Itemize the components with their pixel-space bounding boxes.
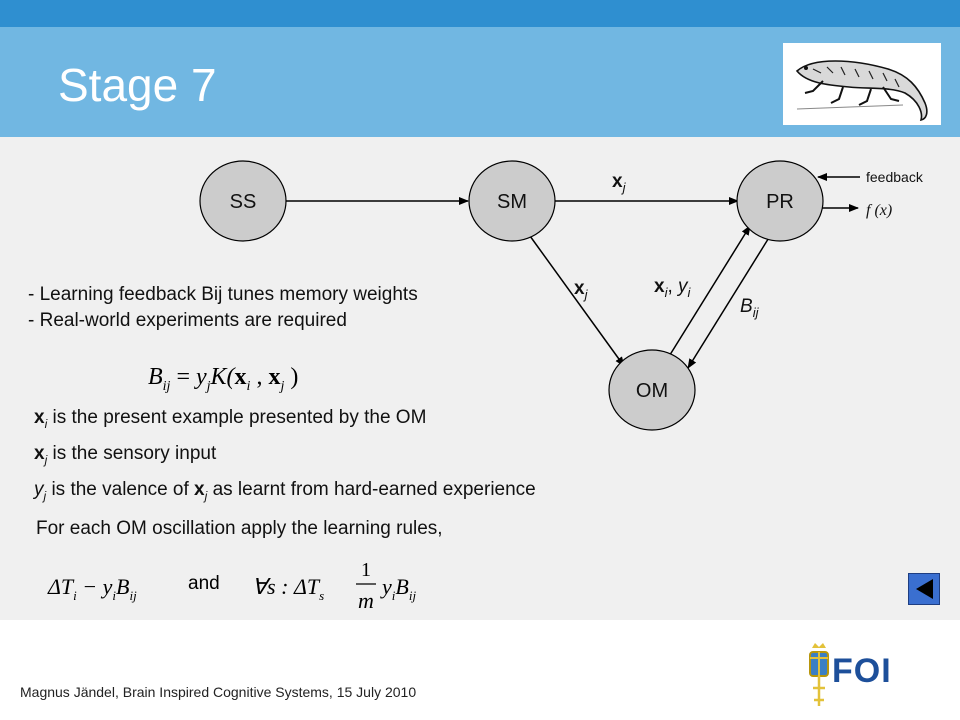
feedback-label: feedback <box>866 169 924 185</box>
slide-title: Stage 7 <box>58 59 217 111</box>
salamander-icon <box>795 60 928 122</box>
definition-xi: xi is the present example presented by t… <box>34 407 427 431</box>
salamander-logo <box>783 43 941 125</box>
bullet-1: - Learning feedback Bij tunes memory wei… <box>28 284 418 305</box>
node-pr <box>736 160 824 242</box>
node-om <box>608 349 696 431</box>
label-sm-pr: xj <box>612 171 627 195</box>
edge-om-pr <box>667 225 751 359</box>
node-om-label: OM <box>636 380 668 402</box>
rule-eq2-denominator: m <box>358 588 374 613</box>
foi-emblem-icon <box>809 643 829 706</box>
rule-eq1: ΔTi − yiBij <box>47 574 137 603</box>
top-strip <box>0 0 960 27</box>
rule-eq2-numerator: 1 <box>361 559 371 581</box>
bullet-2: - Real-world experiments are required <box>28 310 347 331</box>
svg-text:Bij = yjK(xi , xj ): Bij = yjK(xi , xj ) <box>148 364 298 394</box>
bullet-list: - Learning feedback Bij tunes memory wei… <box>28 282 418 334</box>
rule-eq2-right: yiBij <box>380 574 416 603</box>
rule-eq2-left: ∀s : ΔTs <box>252 574 324 603</box>
definition-xj: xj is the sensory input <box>34 442 217 467</box>
equation-bij: Bij = yjK(xi , xj ) <box>148 364 298 394</box>
node-ss <box>199 160 287 242</box>
label-om-pr: xi, yi <box>654 276 692 300</box>
back-triangle-icon <box>916 579 933 599</box>
node-ss-label: SS <box>230 191 257 213</box>
label-sm-om: xj <box>574 278 589 302</box>
definition-yj: yj is the valence of xj as learnt from h… <box>34 478 536 503</box>
node-pr-label: PR <box>766 191 794 213</box>
back-button[interactable] <box>908 573 940 605</box>
label-pr-om: Bij <box>740 296 760 320</box>
foi-logo: FOI <box>804 640 904 710</box>
and-label: and <box>188 573 220 594</box>
edge-sm-om <box>529 235 625 367</box>
definitions: xi is the present example presented by t… <box>34 403 536 510</box>
node-sm <box>468 160 556 242</box>
foi-wordmark: FOI <box>832 652 892 690</box>
output-label: f (x) <box>866 202 892 219</box>
node-sm-label: SM <box>497 191 527 213</box>
footer-text: Magnus Jändel, Brain Inspired Cognitive … <box>20 684 417 700</box>
edge-pr-om <box>687 235 771 369</box>
rule-text: For each OM oscillation apply the learni… <box>36 518 443 539</box>
rule-equations: ΔTi − yiBij and ∀s : ΔTs 1 m yiBij <box>47 559 416 613</box>
